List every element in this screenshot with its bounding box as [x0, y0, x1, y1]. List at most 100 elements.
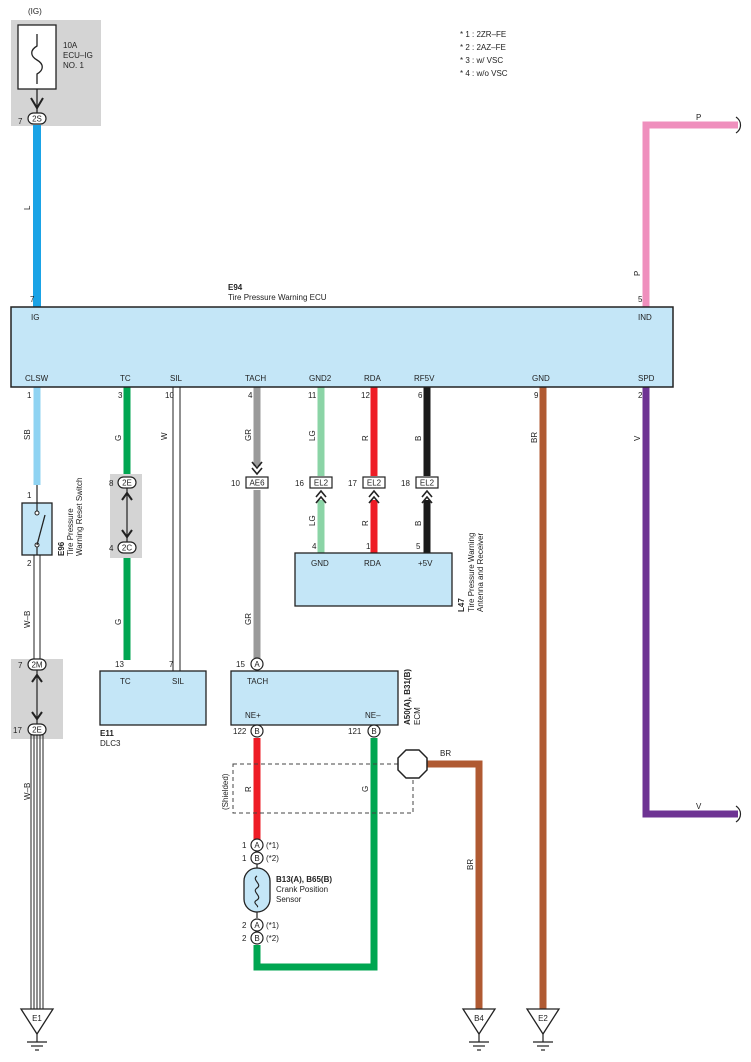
- svg-text:B: B: [254, 727, 259, 736]
- switch-pin-1: 1: [27, 491, 32, 500]
- wire-br-b4[interactable]: [426, 760, 483, 1015]
- ecu-pin-ig: 7: [30, 295, 35, 304]
- svg-text:B4: B4: [474, 1014, 484, 1023]
- switch-name-2: Warning Reset Switch: [75, 478, 84, 556]
- svg-text:A: A: [254, 660, 260, 669]
- ground-icon: [525, 1008, 561, 1036]
- ecu-label-sil: SIL: [170, 374, 183, 383]
- chevron-up-icon: [368, 489, 380, 504]
- svg-text:17: 17: [348, 479, 357, 488]
- connector-el2-16: [309, 476, 333, 489]
- switch-name-1: Tire Pressure: [66, 508, 75, 556]
- svg-text:EL2: EL2: [314, 479, 329, 488]
- svg-text:EL2: EL2: [367, 479, 382, 488]
- svg-text:SIL: SIL: [172, 677, 185, 686]
- svg-text:RDA: RDA: [364, 559, 382, 568]
- svg-text:G: G: [114, 435, 123, 441]
- wires: [33, 121, 738, 1015]
- svg-text:GR: GR: [244, 429, 253, 441]
- svg-text:4: 4: [109, 544, 114, 553]
- ecu-pin-sil: 10: [165, 391, 174, 400]
- wire-g-ne-minus[interactable]: [253, 738, 378, 971]
- svg-text:2M: 2M: [31, 661, 42, 670]
- svg-text:SB: SB: [23, 429, 32, 440]
- svg-text:BR: BR: [440, 749, 451, 758]
- wire-v-purple[interactable]: [642, 387, 738, 818]
- svg-text:W–B: W–B: [23, 611, 32, 628]
- svg-text:A: A: [254, 921, 260, 930]
- dlc3-code: E11: [100, 729, 114, 738]
- ecu-label-spd: SPD: [638, 374, 655, 383]
- wires-thin: [30, 387, 181, 1009]
- svg-text:R: R: [361, 435, 370, 441]
- svg-text:(*2): (*2): [266, 934, 279, 943]
- svg-text:2: 2: [242, 934, 247, 943]
- svg-text:LG: LG: [308, 430, 317, 441]
- chevron-down-icon: [30, 97, 44, 110]
- svg-text:1: 1: [242, 841, 247, 850]
- junction-connector-2e-2c: 8 2E 4 2C: [109, 476, 137, 554]
- receiver-box: [294, 552, 453, 607]
- ecm[interactable]: 15 A TACH NE+ NE– 122 B 121 B A50(A), B3…: [230, 657, 422, 738]
- ecu-code: E94: [228, 283, 243, 292]
- svg-text:4: 4: [312, 542, 317, 551]
- svg-text:TC: TC: [120, 677, 131, 686]
- chevron-down-icon: [121, 529, 133, 539]
- ecu-label-gnd2: GND2: [309, 374, 332, 383]
- svg-text:BR: BR: [466, 859, 475, 870]
- svg-text:R: R: [244, 786, 253, 792]
- svg-text:17: 17: [13, 726, 22, 735]
- tire-pressure-warning-ecu[interactable]: E94 Tire Pressure Warning ECU 7 IG 5 IND…: [10, 283, 674, 400]
- wire-p-pink[interactable]: [642, 121, 738, 307]
- ecu-name: Tire Pressure Warning ECU: [228, 293, 327, 302]
- connectors-el2: 16 EL2 17 EL2 18 EL2: [295, 476, 439, 504]
- connector-2s: [27, 112, 47, 125]
- ground-e1[interactable]: E1: [19, 1008, 55, 1051]
- note-3: * 3 : w/ VSC: [460, 56, 503, 65]
- svg-text:GND: GND: [311, 559, 329, 568]
- ecm-name: ECM: [413, 707, 422, 725]
- ecu-label-tc: TC: [120, 374, 131, 383]
- svg-text:B: B: [414, 521, 423, 526]
- svg-text:122: 122: [233, 727, 247, 736]
- ecu-label-tach: TACH: [245, 374, 266, 383]
- svg-text:LG: LG: [308, 515, 317, 526]
- crank-position-sensor[interactable]: 1 A (*1) 1 B (*2) 2 A (*1) 2 B (*2) B13(…: [242, 838, 332, 945]
- switch-pin-2: 2: [27, 559, 32, 568]
- ecu-label-clsw: CLSW: [25, 374, 49, 383]
- svg-text:G: G: [361, 786, 370, 792]
- ecu-pin-spd: 2: [638, 391, 643, 400]
- ecu-pin-ind: 5: [638, 295, 643, 304]
- note-4: * 4 : w/o VSC: [460, 69, 508, 78]
- connector-2c: [117, 541, 137, 554]
- svg-text:AE6: AE6: [249, 479, 265, 488]
- fuse-pin: 7: [18, 117, 23, 126]
- connector-el2-17: [362, 476, 386, 489]
- svg-text:(*1): (*1): [266, 841, 279, 850]
- tire-pressure-warning-reset-switch[interactable]: 1 2 E96 Tire Pressure Warning Reset Swit…: [21, 478, 84, 568]
- svg-text:8: 8: [109, 479, 114, 488]
- ecu-pin-rda: 12: [361, 391, 370, 400]
- switch-icon: [36, 514, 46, 546]
- fuse-name-2: NO. 1: [63, 61, 84, 70]
- svg-text:2E: 2E: [32, 726, 42, 735]
- shield-ground-icon: [397, 749, 428, 779]
- ecu-pin-tach: 4: [248, 391, 253, 400]
- receiver-code: L47: [457, 598, 466, 612]
- svg-text:7: 7: [18, 661, 23, 670]
- tire-pressure-warning-antenna-receiver[interactable]: 4 1 5 GND RDA +5V L47 Tire Pressure Warn…: [294, 533, 485, 613]
- svg-text:E2: E2: [538, 1014, 548, 1023]
- dlc3-connector[interactable]: 13 7 TC SIL E11 DLC3: [99, 660, 207, 748]
- chevron-up-icon: [31, 673, 43, 683]
- wire-labels: L P P SB G G W GR GR LG LG R R B B BR V …: [23, 113, 702, 870]
- ecm-code: A50(A), B31(B): [403, 669, 412, 725]
- svg-text:V: V: [633, 435, 642, 441]
- ground-icon: [19, 1008, 55, 1036]
- svg-text:E1: E1: [32, 1014, 42, 1023]
- ground-b4[interactable]: B4: [461, 1008, 497, 1051]
- junction-connector-2m-2e: 7 2M 17 2E: [13, 658, 47, 736]
- ecu-pin-gnd2: 11: [308, 391, 317, 400]
- ground-e2[interactable]: E2: [525, 1008, 561, 1051]
- svg-text:(*2): (*2): [266, 854, 279, 863]
